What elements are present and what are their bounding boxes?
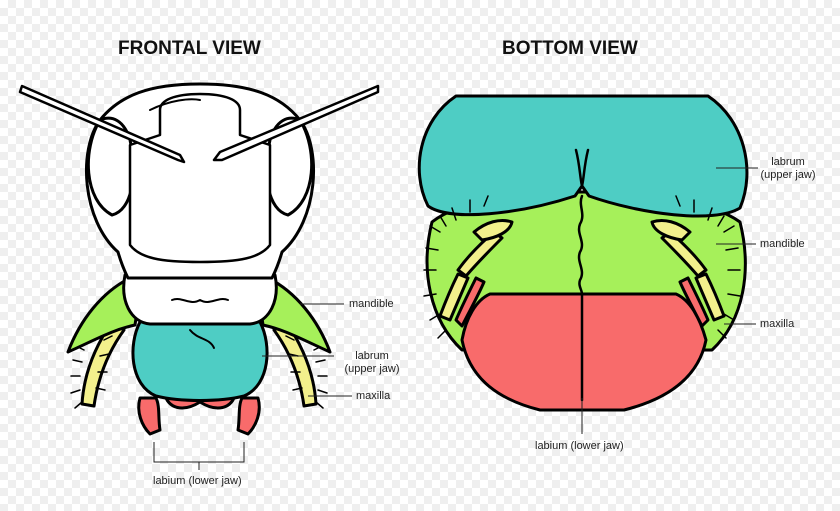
frontal-view: [18, 82, 380, 436]
bottom-labrum-label-line2: (upper jaw): [760, 169, 816, 181]
bottom-labrum: [417, 94, 749, 218]
frontal-right-antenna: [212, 84, 380, 162]
bottom-labrum-label-line1: labrum: [771, 156, 805, 168]
frontal-view-title: FRONTAL VIEW: [118, 38, 261, 59]
frontal-left-maxilla: [70, 320, 126, 409]
frontal-left-eye: [86, 116, 135, 217]
frontal-labrum-label: labrum (upper jaw): [336, 350, 408, 376]
bottom-right-maxilla: [650, 195, 741, 339]
frontal-mandible-label: mandible: [349, 298, 394, 310]
frontal-left-antenna: [18, 84, 186, 164]
bottom-view: [417, 94, 749, 412]
frontal-right-eye: [265, 116, 314, 217]
bottom-view-title: BOTTOM VIEW: [502, 38, 638, 59]
frontal-labium-left: [137, 396, 162, 436]
bottom-labrum-label: labrum (upper jaw): [752, 156, 824, 182]
frontal-labrum-label-line1: labrum: [355, 350, 389, 362]
bottom-maxilla-label: maxilla: [760, 318, 795, 330]
bottom-labium: [460, 292, 708, 412]
frontal-labrum: [131, 320, 269, 402]
bottom-labium-label: labium (lower jaw): [535, 440, 624, 452]
frontal-labrum-label-line2: (upper jaw): [344, 363, 400, 375]
frontal-maxilla-label: maxilla: [356, 390, 391, 402]
frontal-labium-bracket: [153, 442, 245, 463]
frontal-labium-label: labium (lower jaw): [153, 475, 242, 487]
bottom-left-maxilla: [423, 195, 514, 339]
bottom-mandible-label: mandible: [760, 238, 805, 250]
frontal-labium-right: [236, 396, 261, 436]
